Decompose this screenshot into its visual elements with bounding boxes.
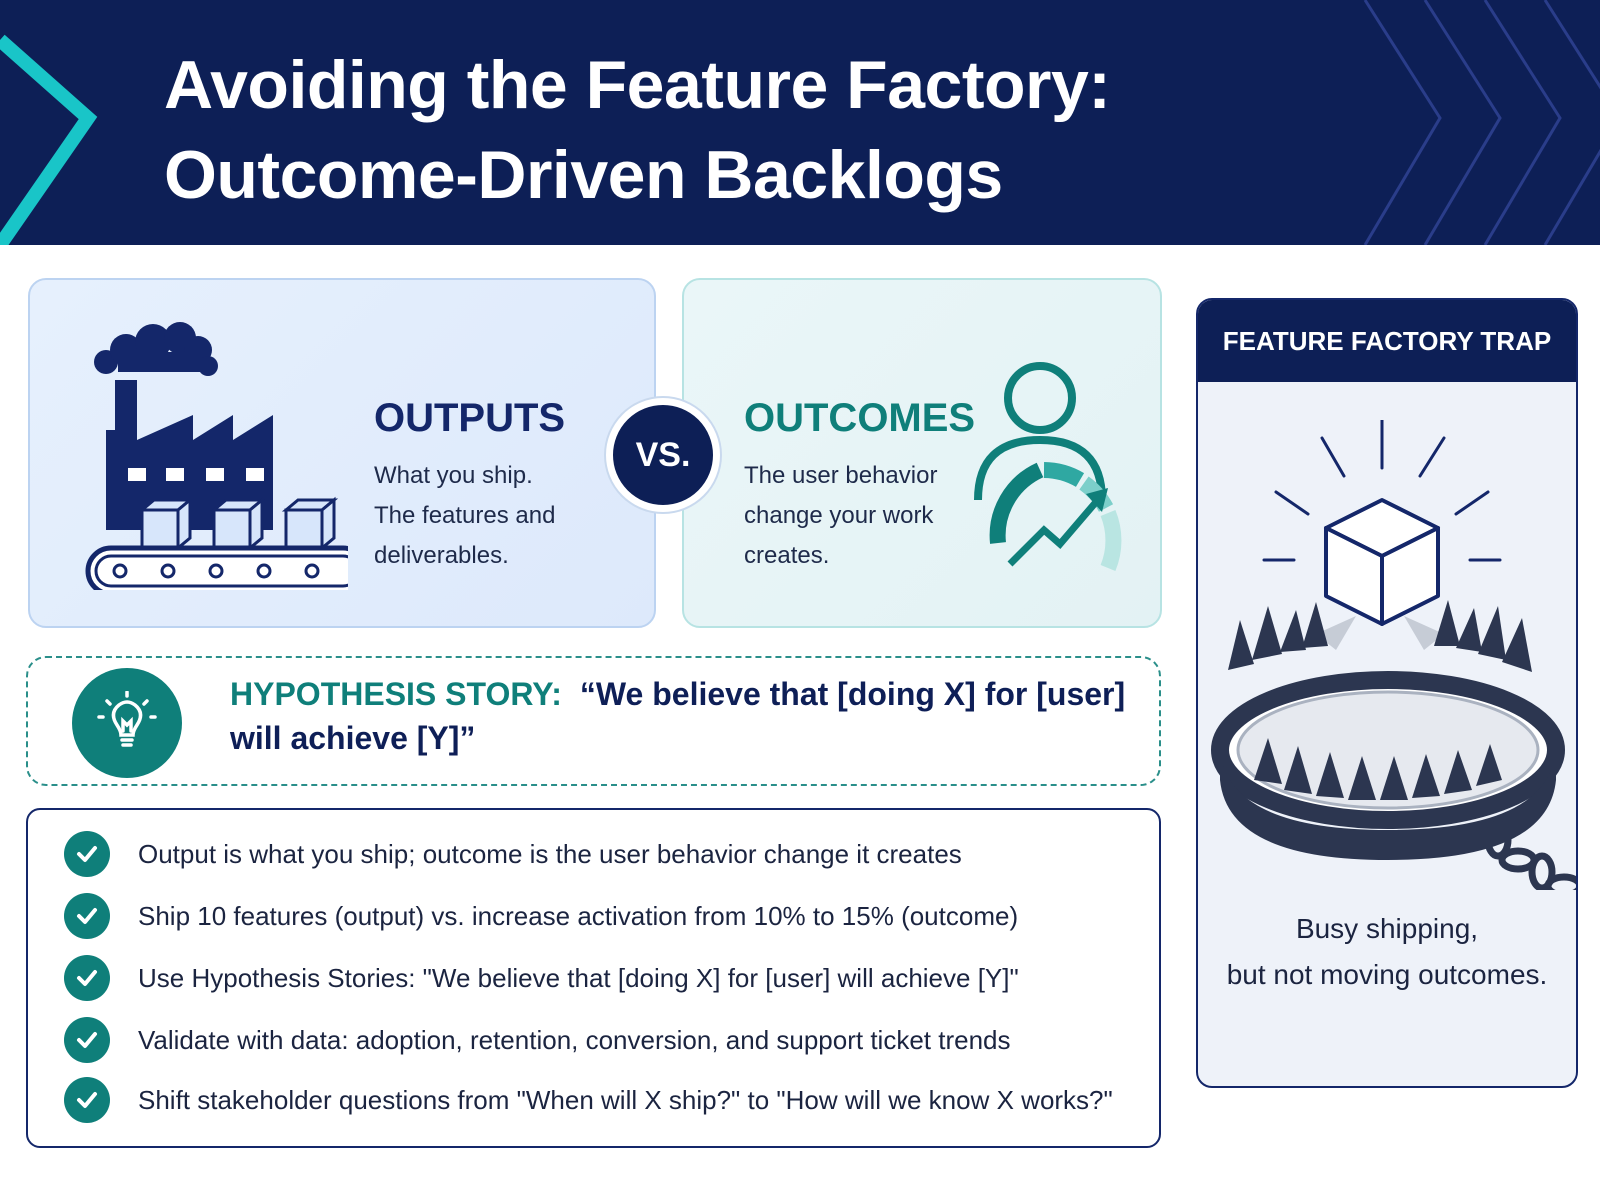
list-item-text: Use Hypothesis Stories: "We believe that…	[138, 962, 1019, 993]
outputs-desc-line-2: The features and	[374, 502, 556, 529]
checkmark-icon	[64, 1077, 110, 1123]
list-item: Output is what you ship; outcome is the …	[64, 829, 962, 879]
list-item: Shift stakeholder questions from "When w…	[64, 1075, 1113, 1125]
lightbulb-icon	[72, 668, 182, 778]
header-banner: Avoiding the Feature Factory: Outcome-Dr…	[0, 0, 1600, 245]
vs-badge: VS.	[606, 398, 720, 512]
chevron-decoration	[0, 0, 1600, 245]
outputs-title: OUTPUTS	[374, 396, 566, 440]
outcomes-description: The user behavior change your work creat…	[744, 456, 974, 576]
trap-caption: Busy shipping, but not moving outcomes.	[1198, 906, 1576, 998]
list-item-text: Shift stakeholder questions from "When w…	[138, 1084, 1113, 1115]
hypothesis-label: HYPOTHESIS STORY:	[230, 676, 562, 712]
feature-factory-trap-card: FEATURE FACTORY TRAP	[1196, 298, 1578, 1088]
checklist-panel: Output is what you ship; outcome is the …	[26, 808, 1161, 1148]
bear-trap-icon	[1211, 420, 1576, 890]
hypothesis-box: HYPOTHESIS STORY:“We believe that [doing…	[26, 656, 1161, 786]
outputs-desc-line-1: What you ship.	[374, 462, 533, 489]
hypothesis-statement: HYPOTHESIS STORY:“We believe that [doing…	[230, 672, 1130, 760]
checkmark-icon	[64, 955, 110, 1001]
trap-title: FEATURE FACTORY TRAP	[1198, 300, 1576, 382]
title-line-2: Outcome-Driven Backlogs	[164, 137, 1003, 213]
page-title: Avoiding the Feature Factory: Outcome-Dr…	[164, 40, 1111, 220]
list-item: Validate with data: adoption, retention,…	[64, 1015, 1011, 1065]
trap-caption-line-1: Busy shipping,	[1295, 913, 1479, 944]
factory-icon	[85, 322, 348, 590]
list-item-text: Validate with data: adoption, retention,…	[138, 1024, 1011, 1055]
list-item: Ship 10 features (output) vs. increase a…	[64, 891, 1018, 941]
checkmark-icon	[64, 893, 110, 939]
hypothesis-quote: “We believe that [doing X] for [user] wi…	[230, 676, 1126, 756]
outcomes-card: OUTCOMES The user behavior change your w…	[682, 278, 1162, 628]
list-item: Use Hypothesis Stories: "We believe that…	[64, 953, 1019, 1003]
list-item-text: Output is what you ship; outcome is the …	[138, 838, 962, 869]
person-growth-icon	[974, 362, 1122, 572]
outcomes-title: OUTCOMES	[744, 396, 976, 440]
trap-caption-line-2: but not moving outcomes.	[1226, 959, 1548, 990]
outputs-card: OUTPUTS What you ship. The features and …	[28, 278, 656, 628]
title-line-1: Avoiding the Feature Factory:	[164, 47, 1111, 123]
outcomes-desc-line-1: The user behavior	[744, 462, 938, 489]
list-item-text: Ship 10 features (output) vs. increase a…	[138, 900, 1019, 931]
outcomes-desc-line-3: creates.	[744, 542, 830, 569]
outcomes-desc-line-2: change your work	[744, 502, 934, 529]
checkmark-icon	[64, 1017, 110, 1063]
outputs-desc-line-3: deliverables.	[374, 542, 509, 569]
checkmark-icon	[64, 831, 110, 877]
outputs-description: What you ship. The features and delivera…	[374, 456, 634, 576]
